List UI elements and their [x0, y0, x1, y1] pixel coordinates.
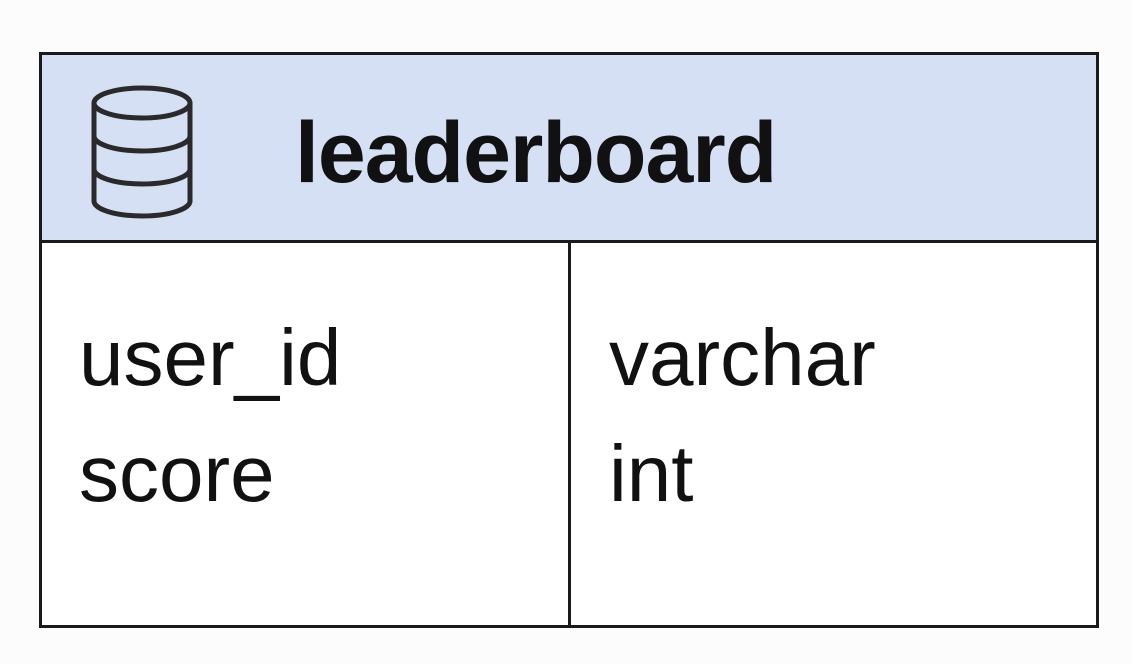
field-names-column: user_id score — [79, 300, 341, 532]
field-name: score — [79, 429, 275, 518]
field-types-column: varchar int — [609, 300, 876, 532]
field-type: int — [609, 429, 694, 518]
database-icon — [91, 85, 193, 219]
leaderboard-table: leaderboard user_id score varchar int — [39, 52, 1099, 628]
table-title: leaderboard — [295, 105, 777, 201]
field-type: varchar — [609, 313, 876, 402]
column-divider — [568, 243, 571, 625]
field-name: user_id — [79, 313, 342, 402]
table-header: leaderboard — [42, 55, 1096, 243]
